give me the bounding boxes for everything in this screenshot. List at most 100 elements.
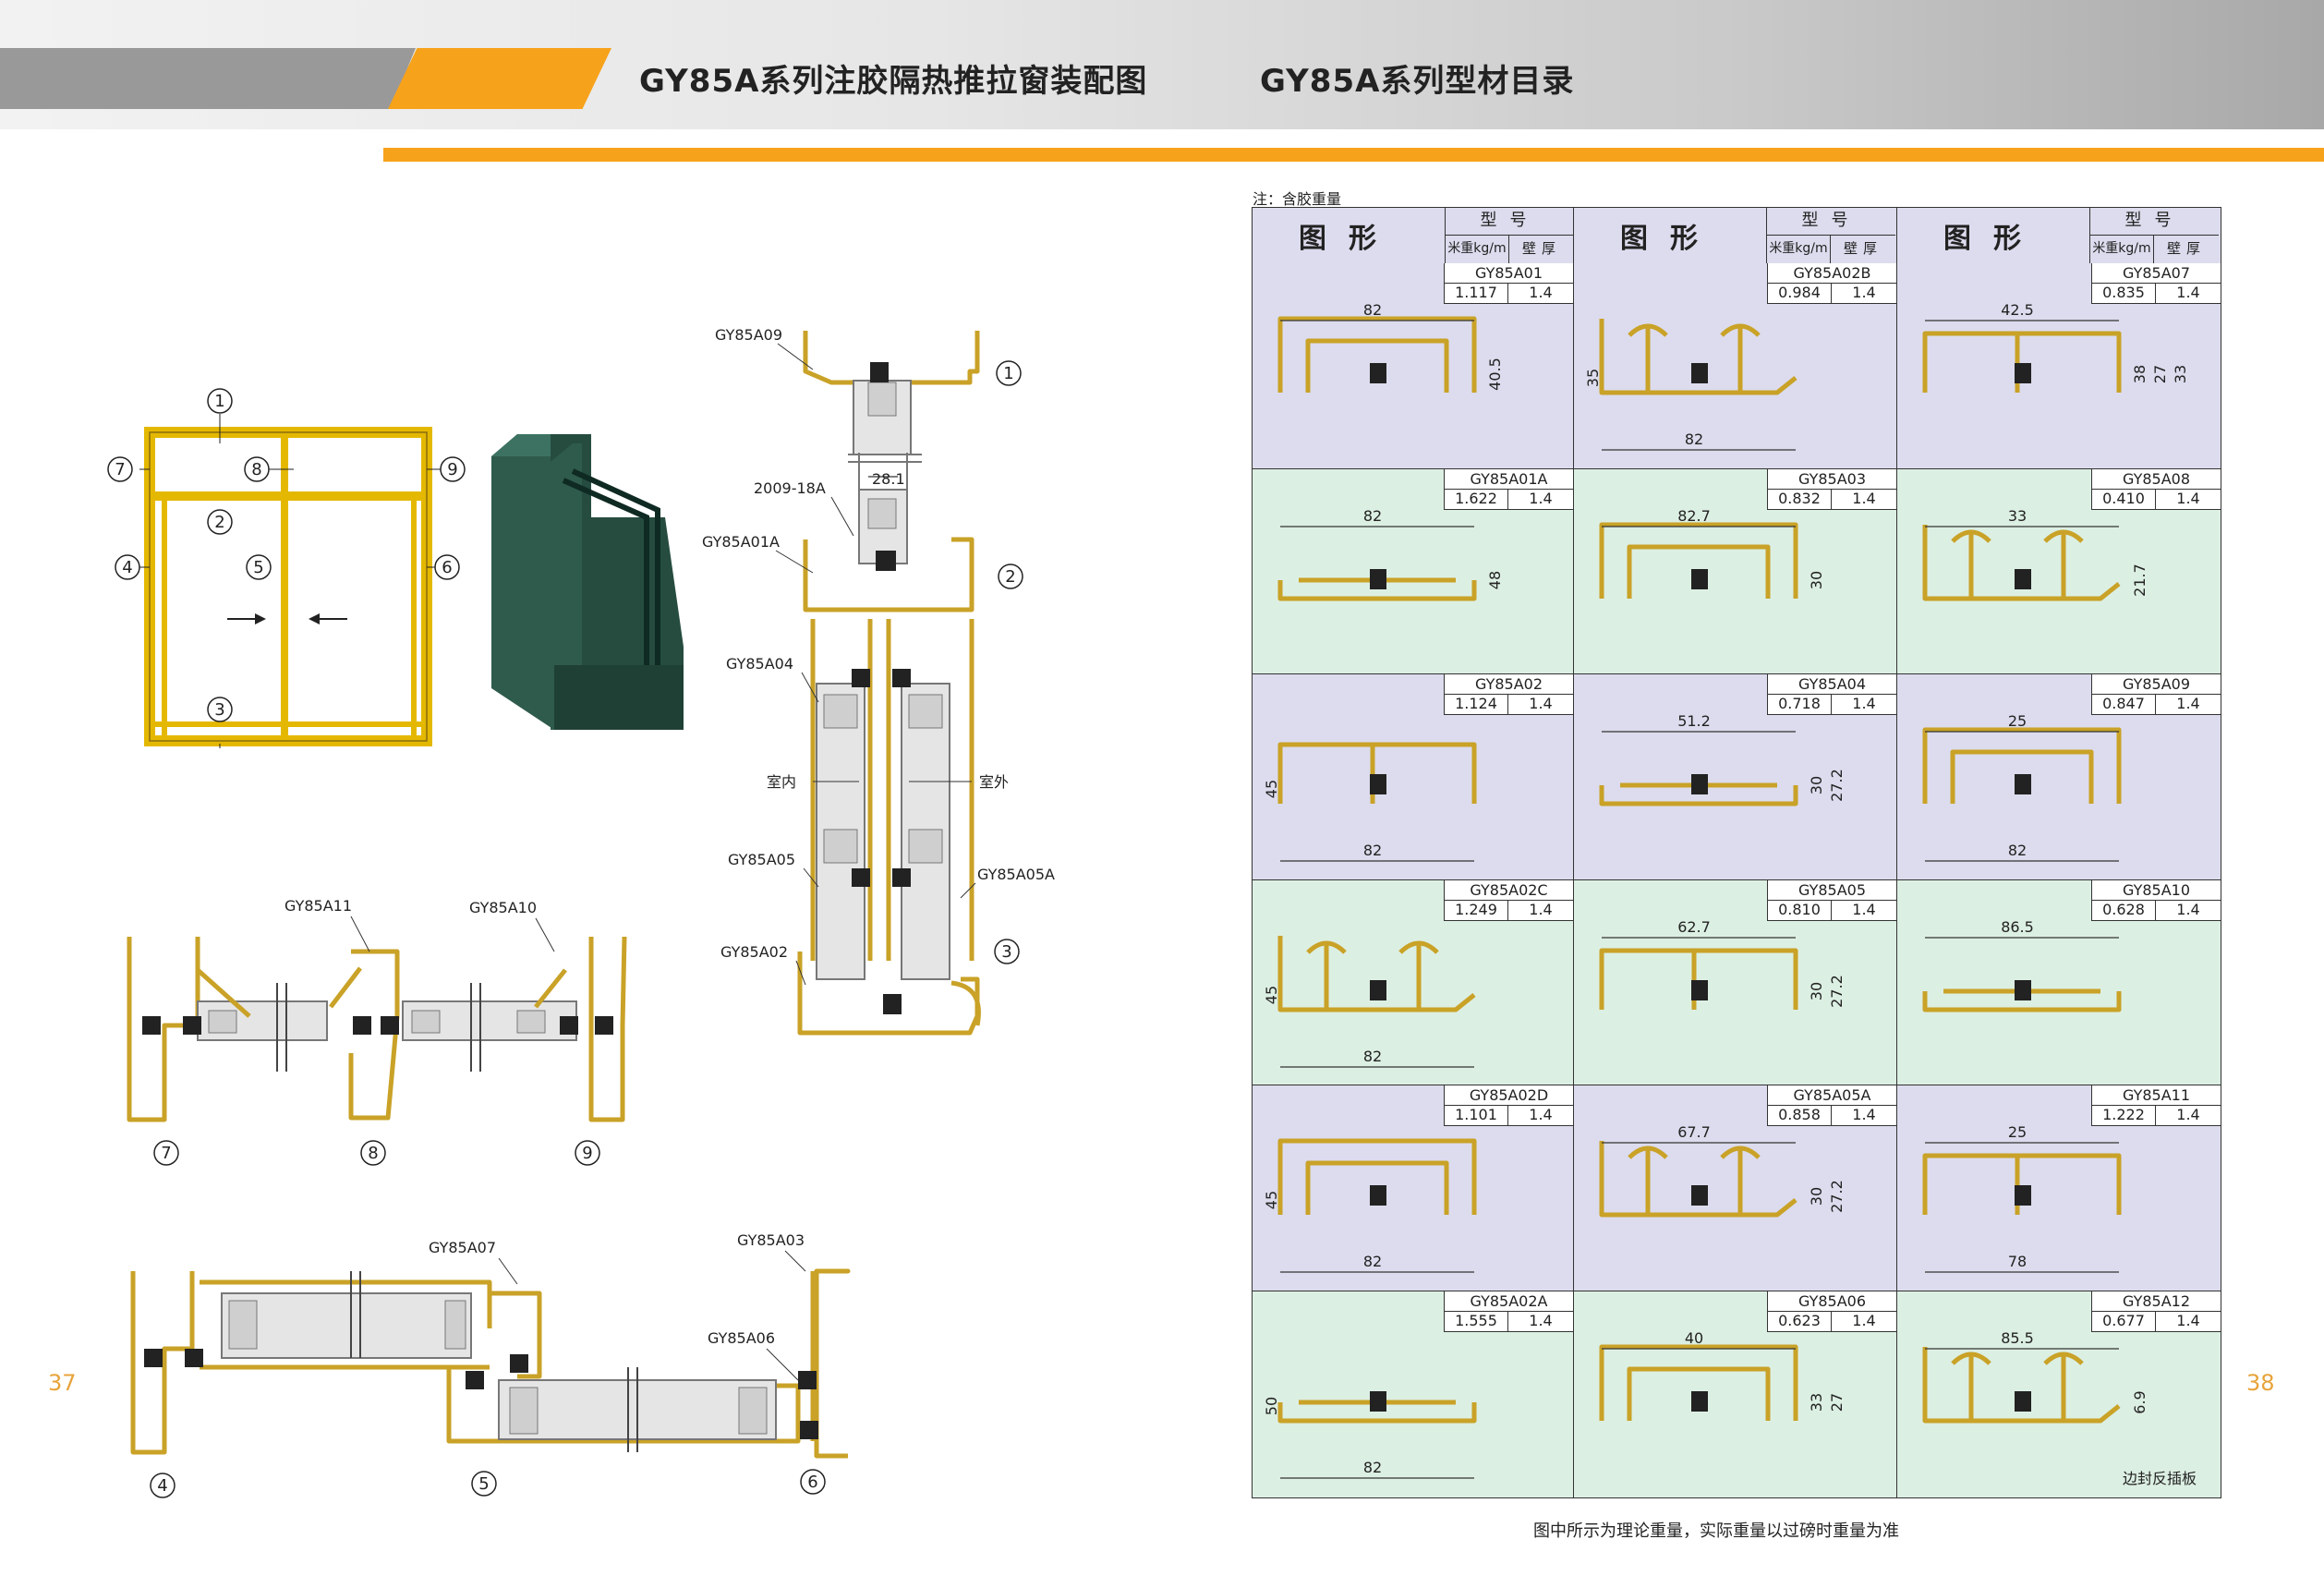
section-callout-8: 8 (360, 1140, 386, 1166)
dimension-label: 82 (1685, 430, 1703, 448)
header-figure: 图形 (1620, 223, 1720, 255)
dimension-label: 30 (1808, 776, 1825, 794)
profile-code: GY85A03 (1767, 468, 1896, 490)
profile-code: GY85A02B (1767, 263, 1896, 284)
horizontal-section-lower (130, 1268, 851, 1459)
profile-weight: 0.810 (1767, 900, 1832, 921)
svg-text:9: 9 (447, 460, 457, 479)
profile-drawing: 35 82 (1584, 319, 1797, 451)
section-label-gy85a01a: GY85A01A (702, 533, 780, 551)
section-label-gy85a03: GY85A03 (737, 1231, 805, 1249)
profile-note: 边封反插板 (2122, 1469, 2197, 1487)
profile-code: GY85A06 (1767, 1291, 1896, 1312)
section-callout-6: 6 (800, 1469, 826, 1495)
svg-text:4: 4 (157, 1476, 167, 1496)
dimension-label: 82.7 (1677, 507, 1711, 525)
profile-thickness: 1.4 (1508, 489, 1573, 510)
elevation-callout-6: 6 (434, 554, 460, 580)
vertical-section (797, 331, 981, 1036)
dimension-label: 30 (1808, 982, 1825, 1000)
profile-thickness: 1.4 (2156, 284, 2221, 304)
dimension-label: 51.2 (1677, 712, 1711, 730)
catalog-footnote: 图中所示为理论重量，实际重量以过磅时重量为准 (1533, 1521, 1899, 1541)
svg-text:8: 8 (368, 1144, 378, 1163)
profile-code: GY85A02A (1444, 1291, 1573, 1312)
profile-code: GY85A04 (1767, 674, 1896, 696)
profile-code: GY85A01 (1444, 263, 1573, 284)
dimension-label: 35 (1584, 369, 1602, 387)
header-thickness: 壁厚 (1521, 240, 1561, 257)
profile-weight: 0.410 (2091, 489, 2156, 510)
section-label-gy85a05a: GY85A05A (977, 866, 1055, 883)
dimension-label: 82 (1363, 1459, 1382, 1476)
profile-thickness: 1.4 (1832, 695, 1896, 716)
catalog-header-row: 图形 型号 米重kg/m 壁厚 图形 型号 米重kg/m 壁厚 图形 型号 米重… (1253, 208, 2221, 264)
profile-drawing: 86.5 (1922, 918, 2122, 1012)
dimension-label: 27.2 (1828, 1181, 1846, 1214)
svg-text:9: 9 (582, 1144, 592, 1163)
profile-code: GY85A10 (2091, 879, 2221, 901)
dimension-label: 30 (1808, 570, 1825, 588)
profile-thickness: 1.4 (2156, 900, 2221, 921)
dimension-label: 82 (2008, 842, 2027, 859)
svg-text:1: 1 (214, 392, 224, 411)
profile-code: GY85A07 (2091, 263, 2221, 284)
profile-code: GY85A11 (2091, 1085, 2221, 1107)
dimension-label: 42.5 (2001, 301, 2034, 319)
header-weight: 米重kg/m (2089, 236, 2154, 263)
corner-render (491, 434, 684, 730)
profile-weight: 1.249 (1444, 900, 1508, 921)
profile-thickness: 1.4 (1508, 695, 1573, 716)
dimension-label: 21.7 (2131, 564, 2148, 597)
dimension-label: 82 (1363, 842, 1382, 859)
profile-thickness: 1.4 (1832, 284, 1896, 304)
profile-weight: 0.858 (1767, 1106, 1832, 1127)
profile-weight: 0.984 (1767, 284, 1832, 304)
dimension-label: 33 (2008, 507, 2027, 525)
profile-code: GY85A02 (1444, 674, 1573, 696)
svg-text:3: 3 (1001, 942, 1011, 962)
profile-code: GY85A12 (2091, 1291, 2221, 1312)
profile-thickness: 1.4 (2156, 489, 2221, 510)
section-label-gy85a11: GY85A11 (284, 897, 352, 915)
profile-code: GY85A02D (1444, 1085, 1573, 1107)
dimension-label: 82 (1363, 507, 1382, 525)
profile-weight: 0.677 (2091, 1312, 2156, 1332)
header-weight: 米重kg/m (1766, 236, 1831, 263)
svg-text:7: 7 (161, 1144, 171, 1163)
page-number-right: 38 (2246, 1370, 2275, 1396)
profile-weight: 1.555 (1444, 1312, 1508, 1332)
profile-weight: 1.117 (1444, 284, 1508, 304)
profile-weight: 0.628 (2091, 900, 2156, 921)
svg-text:5: 5 (253, 558, 263, 577)
profile-thickness: 1.4 (1508, 1312, 1573, 1332)
profile-thickness: 1.4 (1832, 900, 1896, 921)
section-label-gy85a06: GY85A06 (708, 1329, 775, 1347)
elevation-callout-1: 1 (207, 388, 233, 414)
profile-catalog-table: 图形 型号 米重kg/m 壁厚 图形 型号 米重kg/m 壁厚 图形 型号 米重… (1252, 207, 2221, 1498)
profile-weight: 0.623 (1767, 1312, 1832, 1332)
profile-weight: 1.222 (2091, 1106, 2156, 1127)
profile-code: GY85A05 (1767, 879, 1896, 901)
header-underline (383, 148, 2324, 162)
svg-text:2: 2 (214, 513, 224, 532)
